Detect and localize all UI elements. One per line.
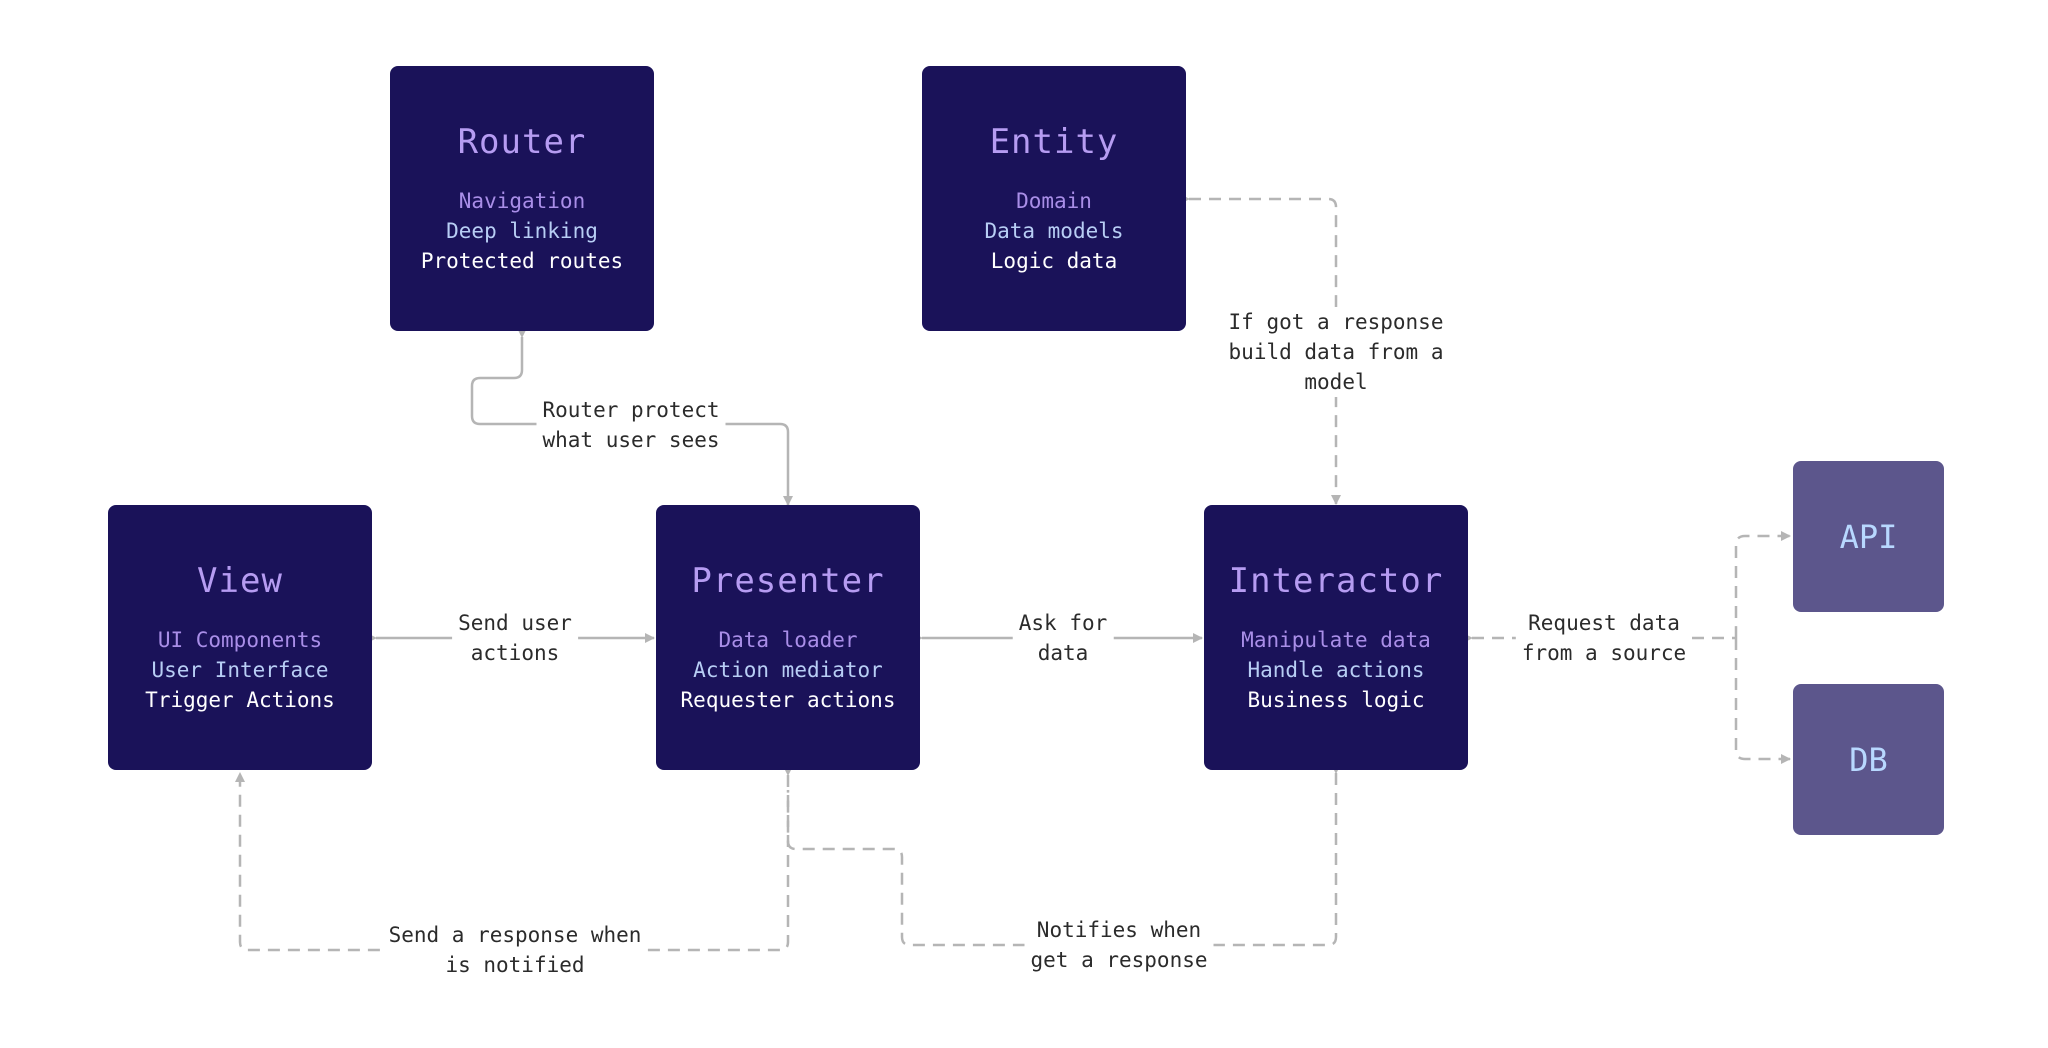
build-data-label-line-3: model [1304,370,1368,394]
router-protect-label-line-2: what user sees [542,428,720,452]
api-label: API [1839,517,1898,556]
send-response-label: Send a response when is notified [382,920,648,980]
entity-title: Entity [989,122,1119,162]
router-title: Router [457,122,587,162]
notifies-label-line-2: get a response [1030,948,1208,972]
view-line-2: User Interface [151,658,329,682]
router-protect-label-line-1: Router protect [542,398,720,422]
interactor-line-3: Business logic [1247,688,1425,712]
view-box: View UI Components User Interface Trigge… [108,505,372,770]
db-label: DB [1849,740,1888,779]
entity-box: Entity Domain Data models Logic data [922,66,1186,331]
presenter-line-1: Data loader [718,628,858,652]
send-user-actions-label: Send user actions [452,608,578,668]
entity-interactor-connector [1180,194,1341,505]
interactor-line-2: Handle actions [1247,658,1425,682]
ask-for-data-label-line-1: Ask for [1018,611,1108,635]
request-data-label: Request data from a source [1515,608,1693,668]
view-title: View [197,561,283,601]
view-line-3: Trigger Actions [145,688,335,712]
build-data-label-line-2: build data from a [1228,340,1444,364]
send-response-label-line-2: is notified [445,953,585,977]
router-line-3: Protected routes [420,249,624,273]
send-user-actions-label-line-1: Send user [458,611,572,635]
interactor-line-1: Manipulate data [1241,628,1431,652]
send-user-actions-label-line-2: actions [470,641,560,665]
interactor-title: Interactor [1228,561,1444,601]
router-line-2: Deep linking [446,219,598,243]
presenter-line-3: Requester actions [680,688,896,712]
build-data-label: If got a response build data from a mode… [1222,307,1450,397]
router-line-1: Navigation [458,189,586,213]
router-presenter-connector [470,328,793,506]
view-line-1: UI Components [157,628,323,652]
source-api-branch [1734,531,1791,638]
entity-line-1: Domain [1016,189,1092,213]
presenter-line-2: Action mediator [693,658,883,682]
interactor-presenter-notify-connector [786,764,1341,947]
build-data-label-line-1: If got a response [1228,310,1444,334]
notifies-label: Notifies when get a response [1024,915,1214,975]
presenter-title: Presenter [691,561,885,601]
api-box: API [1793,461,1944,612]
router-protect-label: Router protect what user sees [536,395,726,455]
request-data-label-line-1: Request data [1528,611,1680,635]
entity-line-2: Data models [984,219,1124,243]
ask-for-data-label-line-2: data [1037,641,1089,665]
send-response-label-line-1: Send a response when [388,923,642,947]
source-db-branch [1734,638,1791,764]
presenter-box: Presenter Data loader Action mediator Re… [656,505,920,770]
request-data-label-line-2: from a source [1521,641,1687,665]
db-box: DB [1793,684,1944,835]
entity-line-3: Logic data [990,249,1118,273]
router-box: Router Navigation Deep linking Protected… [390,66,654,331]
ask-for-data-label: Ask for data [1012,608,1114,668]
notifies-label-line-1: Notifies when [1036,918,1202,942]
interactor-box: Interactor Manipulate data Handle action… [1204,505,1468,770]
